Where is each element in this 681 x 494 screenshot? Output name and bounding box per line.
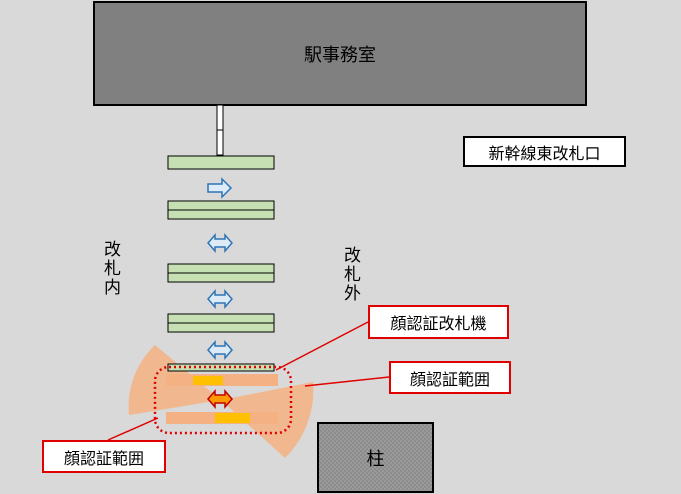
leader-line-range-left [107, 417, 159, 441]
face-gate-machine-callout: 顔認証改札機 [368, 305, 509, 339]
pillar-label: 柱 [366, 448, 385, 470]
leader-line-gate-machine [275, 321, 369, 371]
gate-lane-3 [167, 263, 275, 283]
station-office-block [93, 1, 587, 106]
pillar-block [317, 422, 434, 493]
face-range-right-label: 顔認証範囲 [409, 369, 490, 389]
face-range-right-callout: 顔認証範囲 [389, 361, 511, 394]
face-gate-lower [166, 412, 278, 424]
gate-lane-2 [167, 200, 275, 220]
face-range-left-label: 顔認証範囲 [63, 448, 144, 468]
gate-name-label: 新幹線東改札口 [488, 143, 601, 163]
gate-lane-4 [167, 313, 275, 333]
gate-lane-1 [167, 155, 275, 170]
outside-gate-label: 改札外 [340, 246, 360, 303]
face-gate-machine-label: 顔認証改札機 [390, 314, 487, 333]
face-gate-upper [166, 374, 278, 386]
inside-gate-label: 改札内 [100, 240, 120, 297]
right-arrow-icon [207, 177, 233, 199]
face-range-left-callout: 顔認証範囲 [42, 440, 166, 473]
leader-line-range-right [304, 376, 390, 387]
double-arrow-icon [207, 340, 233, 360]
gate-name-box: 新幹線東改札口 [463, 136, 626, 167]
double-arrow-icon [207, 289, 233, 309]
station-office-label: 駅事務室 [304, 44, 376, 66]
double-arrow-icon [207, 233, 233, 253]
double-arrow-icon [207, 389, 233, 409]
